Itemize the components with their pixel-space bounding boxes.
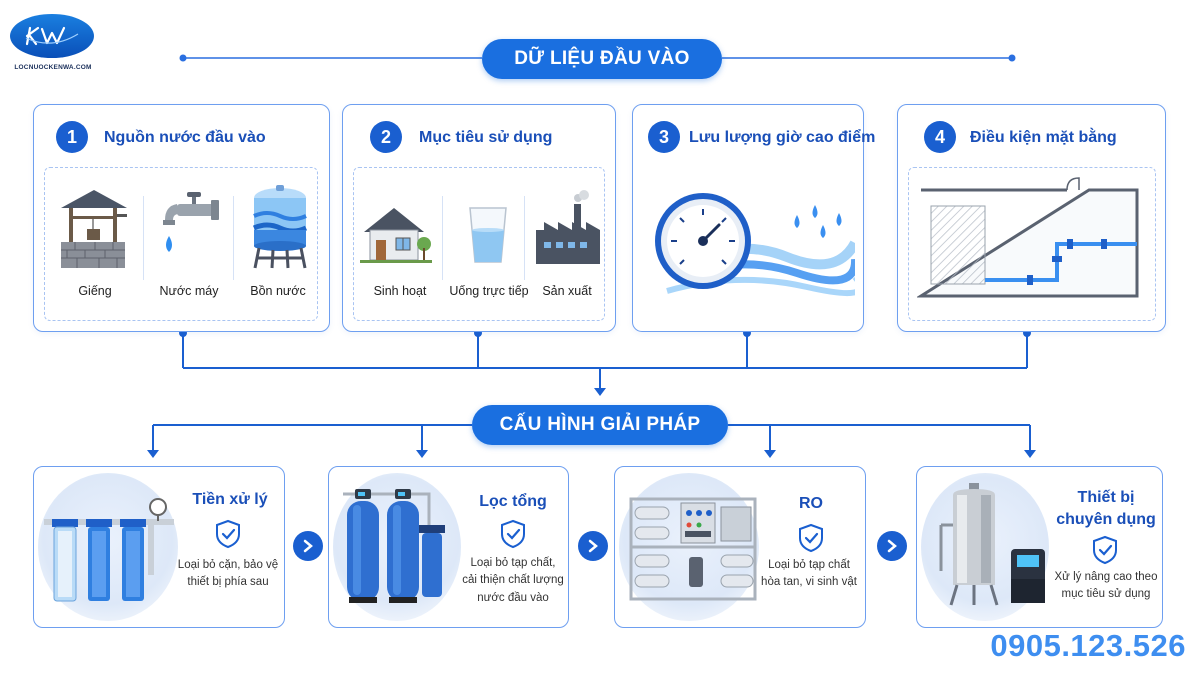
item-label-well: Giếng bbox=[78, 284, 112, 298]
solution-title: Thiết bị chuyên dụng bbox=[1053, 487, 1159, 530]
separator bbox=[233, 196, 234, 280]
solution-desc: Loại bỏ tạp chất, cải thiện chất lượng n… bbox=[457, 555, 569, 607]
well-icon bbox=[61, 190, 127, 268]
solution-desc: Xử lý nâng cao theo mục tiêu sử dụng bbox=[1051, 569, 1161, 604]
item-label-tap-water: Nước máy bbox=[159, 284, 219, 298]
flow-gauge-icon bbox=[655, 193, 855, 297]
prefilter-housings-icon bbox=[44, 498, 174, 602]
shield-check-icon bbox=[1093, 535, 1117, 565]
input-card-peak-flow: 3 Lưu lượng giờ cao điểm bbox=[632, 104, 875, 332]
factory-icon bbox=[536, 190, 600, 264]
ro-system-icon bbox=[629, 497, 757, 601]
separator bbox=[143, 196, 144, 280]
step-number: 4 bbox=[924, 121, 956, 153]
shield-check-icon bbox=[501, 519, 525, 549]
logo-badge bbox=[10, 14, 94, 58]
shield-check-icon bbox=[799, 523, 823, 553]
desc-line: Loại bỏ tạp chất bbox=[768, 559, 850, 571]
whole-house-filter-icon bbox=[343, 489, 445, 603]
logo-site-text: LOCNUOCKENWA.COM bbox=[14, 64, 92, 71]
item-label-drinking: Uống trực tiếp bbox=[449, 284, 529, 298]
solution-desc: Loại bỏ cặn, bảo vệ thiết bị phía sau bbox=[174, 557, 282, 592]
item-label-tank: Bồn nước bbox=[250, 284, 306, 298]
desc-line: Loại bỏ tạp chất, bbox=[470, 557, 556, 569]
title-line: chuyên dụng bbox=[1056, 510, 1156, 528]
shield-check-icon bbox=[216, 519, 240, 549]
solution-desc: Loại bỏ tạp chất hòa tan, vi sinh vật bbox=[755, 557, 863, 592]
item-label-production: Sản xuất bbox=[542, 284, 592, 298]
desc-line: mục tiêu sử dụng bbox=[1061, 588, 1151, 601]
faucet-icon bbox=[163, 192, 219, 252]
specialized-equipment-icon bbox=[939, 483, 1045, 606]
brand-logo[interactable]: LOCNUOCKENWA.COM bbox=[8, 14, 98, 74]
step-number: 2 bbox=[370, 121, 402, 153]
input-data-header: DỮ LIỆU ĐẦU VÀO bbox=[482, 39, 722, 79]
card-items-panel: Giếng Nước máy Bồn nước bbox=[44, 167, 318, 321]
solution-card-ro: RO Loại bỏ tạp chất hòa tan, vi sinh vật bbox=[614, 466, 866, 628]
kw-logo-icon bbox=[25, 26, 79, 46]
desc-line: nước đầu vào bbox=[477, 591, 549, 604]
next-step-chevron-icon bbox=[877, 531, 907, 561]
card-title: Nguồn nước đầu vào bbox=[104, 129, 266, 146]
desc-line: Loại bỏ cặn, bảo vệ bbox=[177, 559, 279, 571]
house-icon bbox=[360, 208, 432, 263]
solution-title: Tiền xử lý bbox=[192, 491, 268, 508]
floor-plan-icon bbox=[917, 177, 1139, 298]
card-items-panel: Sinh hoạt Uống trực tiếp Sản xuất bbox=[353, 167, 605, 321]
input-card-usage-goal: 2 Mục tiêu sử dụng bbox=[342, 104, 616, 332]
step-number: 1 bbox=[56, 121, 88, 153]
input-card-water-source: 1 Nguồn nước đầu vào bbox=[33, 104, 330, 332]
desc-line: cải thiện chất lượng bbox=[462, 574, 564, 587]
solution-card-whole-house: Lọc tổng Loại bỏ tạp chất, cải thiện chấ… bbox=[328, 466, 569, 628]
card-items-panel bbox=[908, 167, 1156, 321]
desc-line: hòa tan, vi sinh vật bbox=[761, 576, 857, 589]
desc-line: Xử lý nâng cao theo bbox=[1054, 571, 1158, 583]
card-title: Điều kiện mặt bằng bbox=[970, 129, 1117, 146]
step-number: 3 bbox=[648, 121, 680, 153]
solution-card-specialized: Thiết bị chuyên dụng Xử lý nâng cao theo… bbox=[916, 466, 1163, 628]
separator bbox=[524, 196, 525, 280]
card-title: Mục tiêu sử dụng bbox=[419, 129, 553, 146]
card-title: Lưu lượng giờ cao điểm bbox=[689, 129, 876, 146]
solution-title: Lọc tổng bbox=[479, 493, 547, 510]
hotline-phone-number[interactable]: 0905.123.526 bbox=[990, 628, 1186, 663]
item-label-domestic: Sinh hoạt bbox=[373, 284, 427, 298]
desc-line: thiết bị phía sau bbox=[187, 576, 269, 589]
solution-card-pretreatment: Tiền xử lý Loại bỏ cặn, bảo vệ thiết bị … bbox=[33, 466, 285, 628]
next-step-chevron-icon bbox=[578, 531, 608, 561]
title-line: Thiết bị bbox=[1077, 489, 1135, 506]
input-card-floor-space: 4 Điều kiện mặt bằng bbox=[897, 104, 1166, 332]
solution-title: RO bbox=[799, 495, 823, 512]
water-tank-icon bbox=[252, 185, 308, 269]
next-step-chevron-icon bbox=[293, 531, 323, 561]
separator bbox=[442, 196, 443, 280]
glass-icon bbox=[469, 207, 507, 263]
solution-config-header: CẤU HÌNH GIẢI PHÁP bbox=[472, 405, 728, 445]
